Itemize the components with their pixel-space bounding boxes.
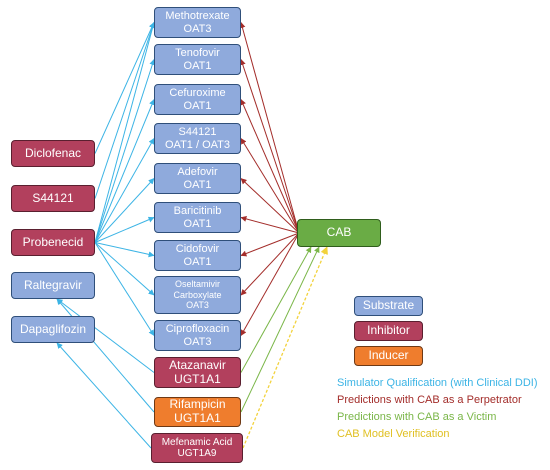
- edge-perpetrator-cab-tfv: [239, 58, 300, 234]
- edge-simulator-pro-cid: [94, 242, 155, 258]
- legend-cab-perpetrator: Predictions with CAB as a Perpetrator: [337, 394, 522, 406]
- edge-victim-rif-cab: [240, 246, 320, 413]
- node-dapaglifozin: Dapaglifozin: [11, 316, 95, 343]
- node-s44121-inhibitor: S44121: [11, 185, 95, 212]
- edge-simulator-pro-s44s: [94, 137, 155, 243]
- edge-victim-ata-cab: [240, 246, 312, 373]
- edge-simulator-pro-ade: [94, 178, 155, 243]
- edge-simulator-pro-mtx: [94, 21, 156, 243]
- edge-simulator-pro-cip: [94, 242, 155, 337]
- edge-perpetrator-cab-bar: [240, 215, 300, 234]
- legend-inducer: Inducer: [354, 346, 423, 366]
- legend-cab-victim: Predictions with CAB as a Victim: [337, 411, 497, 423]
- edge-simulator-pro-cef: [94, 98, 155, 243]
- edge-perpetrator-cab-ade: [240, 178, 300, 234]
- node-raltegravir: Raltegravir: [11, 272, 95, 299]
- edge-perpetrator-cab-cef: [240, 98, 300, 234]
- edge-simulator-pro-tfv: [94, 58, 156, 243]
- legend-cab-verification: CAB Model Verification: [337, 428, 450, 440]
- edge-simulator-pro-bar: [94, 216, 155, 243]
- edge-perpetrator-cab-cip: [240, 232, 300, 337]
- node-cab: CAB: [297, 219, 381, 247]
- node-probenecid: Probenecid: [11, 229, 95, 256]
- edge-simulator-dic-mtx: [94, 21, 155, 154]
- edge-perpetrator-cab-ose: [240, 232, 300, 296]
- node-diclofenac: Diclofenac: [11, 140, 95, 167]
- edge-perpetrator-cab-mtx: [239, 21, 300, 234]
- edge-perpetrator-cab-cid: [240, 232, 300, 257]
- legend-simulator-qualification: Simulator Qualification (with Clinical D…: [337, 377, 538, 389]
- edge-simulator-mef-dap: [56, 342, 152, 449]
- legend-substrate: Substrate: [354, 296, 423, 316]
- edge-simulator-pro-ose: [94, 242, 155, 296]
- edge-perpetrator-cab-s44s: [240, 137, 300, 234]
- edge-simulator-s44p-mtx: [94, 21, 156, 199]
- edge-verification-mef-cab: [242, 246, 328, 449]
- legend-inhibitor: Inhibitor: [354, 321, 423, 341]
